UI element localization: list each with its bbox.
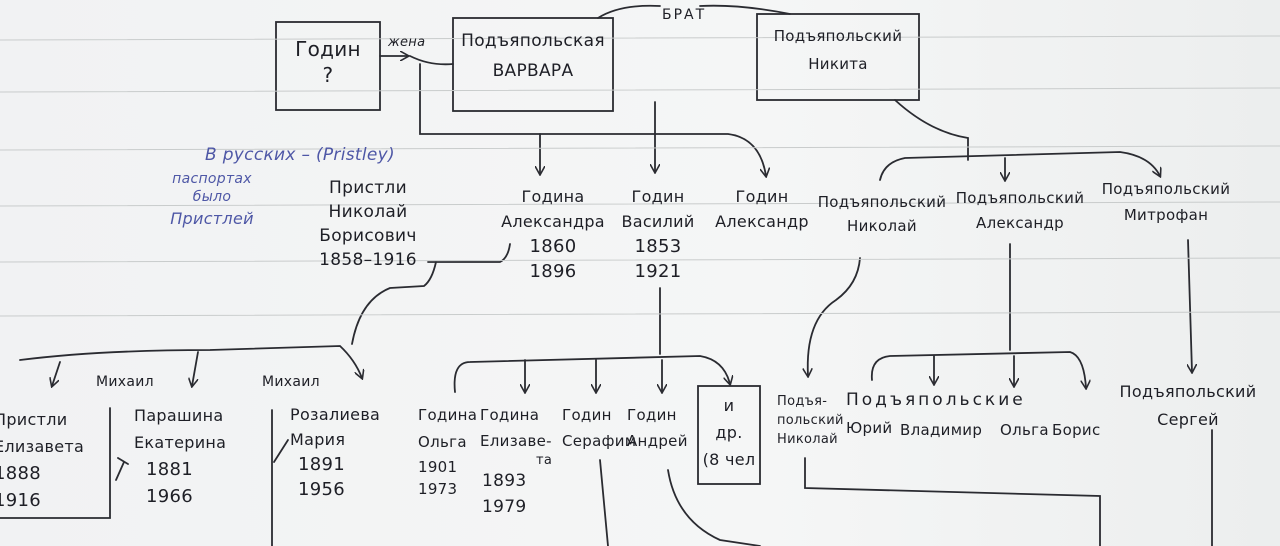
wife-link [409, 55, 454, 66]
paper-rules [0, 35, 1280, 317]
podyap-olga: Ольга [1000, 421, 1049, 439]
arrow-nikolay-p [808, 257, 861, 376]
serafim-line [599, 459, 609, 546]
box-godin [275, 21, 381, 111]
arrow-sergey [1188, 239, 1192, 372]
wife-label: жена [388, 35, 426, 50]
elizaveta-bracket [0, 407, 111, 519]
podyapolskie-label: Подъяпольские [846, 390, 1026, 410]
box-others [697, 385, 761, 485]
nikita-stem [894, 99, 969, 161]
podyap-yuriy: Юрий [846, 419, 893, 437]
brother-link [597, 4, 791, 19]
arrow-ekaterina [192, 351, 199, 386]
andrey-line [667, 469, 761, 546]
podyap-children-line [870, 351, 1086, 388]
ekaterina-mark [115, 457, 129, 481]
podyap-boris: Борис [1052, 421, 1101, 439]
passport-note-line1: В русских – (Pristley) [205, 145, 395, 165]
box-nikita [756, 13, 920, 101]
mihail-label-1: Михаил [96, 374, 154, 390]
brother-label: БРАТ [662, 7, 707, 23]
godin-children-line [419, 63, 766, 176]
podyap-vladimir: Владимир [900, 421, 983, 439]
godin-name: Годин? [295, 37, 361, 87]
arrow-elizaveta [52, 361, 61, 386]
nikolay-p-line [804, 457, 1101, 546]
pristli-children-line [19, 345, 362, 378]
maria-tick [273, 439, 289, 463]
pristli-stem [351, 261, 437, 345]
vasiliy-children-line [453, 355, 730, 393]
nikita-children-line [879, 151, 1160, 181]
mihail-label-2: Михаил [262, 374, 320, 390]
pristli-marriage-line [427, 243, 511, 263]
